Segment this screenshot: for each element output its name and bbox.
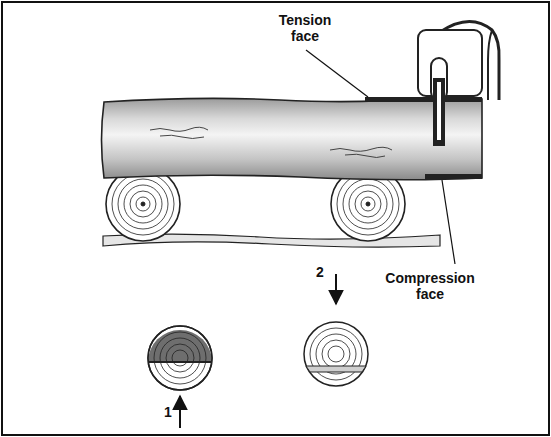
grain-line <box>150 127 208 131</box>
growth-ring <box>172 350 188 366</box>
chainsaw-body <box>418 30 482 96</box>
compression-face-band <box>425 174 482 179</box>
direction-arrow <box>335 274 337 304</box>
tension-face-band <box>365 97 482 102</box>
cut-line <box>149 361 211 363</box>
section-outline <box>148 326 212 390</box>
leader-line <box>306 50 368 97</box>
cut-band <box>306 366 366 372</box>
leader-line <box>442 180 455 264</box>
section-outline <box>148 326 212 390</box>
growth-ring <box>130 191 156 217</box>
callout-number: 1 <box>164 404 172 420</box>
growth-ring <box>322 340 350 368</box>
chainsaw-bar <box>433 78 445 146</box>
chainsaw-handle-inner <box>488 30 492 100</box>
pith <box>141 202 145 206</box>
growth-ring <box>112 173 174 235</box>
cross-section <box>148 326 212 390</box>
grain-line <box>330 147 392 151</box>
grain-line <box>160 135 204 138</box>
growth-ring <box>343 179 393 229</box>
growth-ring <box>337 173 399 235</box>
part-label: Tension face <box>279 12 332 44</box>
growth-ring <box>355 191 381 217</box>
grain-line <box>345 154 385 157</box>
growth-ring <box>160 338 200 378</box>
log <box>102 98 483 180</box>
growth-ring <box>349 185 387 223</box>
growth-ring <box>166 344 194 372</box>
growth-ring <box>361 197 375 211</box>
part-label: Compression face <box>385 270 474 302</box>
growth-ring <box>118 179 168 229</box>
chainsaw <box>418 21 499 146</box>
bark-grain <box>150 127 392 157</box>
growth-ring <box>136 197 150 211</box>
pith <box>366 202 370 206</box>
section-outline <box>304 322 368 386</box>
callout-number: 2 <box>316 264 324 280</box>
growth-ring <box>124 185 162 223</box>
growth-ring <box>328 346 344 362</box>
cross-section <box>304 322 368 386</box>
direction-arrow <box>179 396 181 428</box>
growth-ring <box>154 332 206 384</box>
chainsaw-bar-groove <box>437 82 441 140</box>
